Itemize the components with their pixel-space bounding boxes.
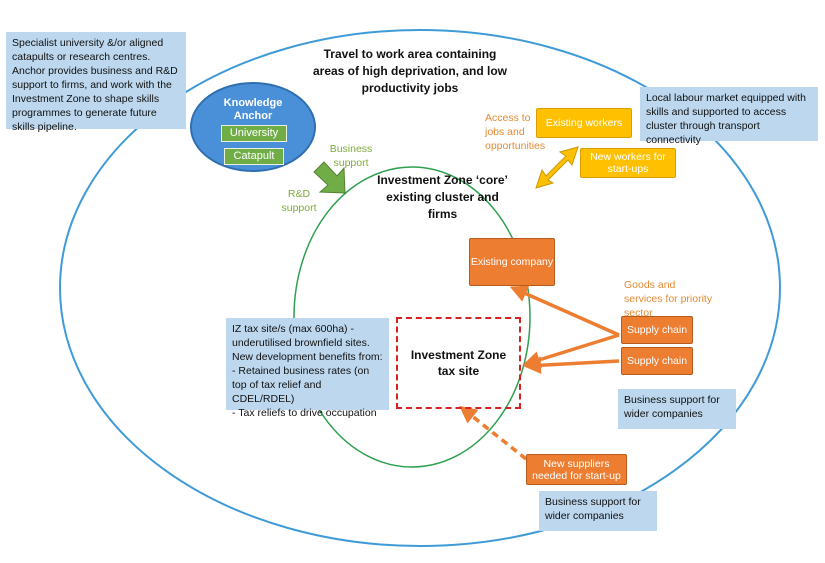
access-double-arrow (535, 146, 579, 189)
access-jobs-label: Access to jobs and opportunities (485, 112, 546, 152)
anchor-support-arrow (313, 161, 346, 194)
university-box: University (221, 125, 287, 142)
rd-support-label: R&D support (281, 188, 317, 214)
goods-services-label: Goods and services for priority sector (624, 279, 713, 319)
new-workers-box: New workers for start-ups (580, 148, 676, 178)
outer-ring (59, 29, 781, 547)
supply2-to-taxsite-arrow (523, 356, 620, 374)
supply-to-company-arrow (509, 285, 620, 337)
note-wider-companies-bottom: Business support for wider companies (539, 491, 657, 531)
supply-chain-box-1: Supply chain (621, 316, 693, 344)
core-ring-title: Investment Zone ‘core’ existing cluster … (377, 173, 508, 221)
existing-workers-box: Existing workers (536, 108, 632, 138)
catapult-box: Catapult (224, 148, 284, 165)
outer-ring-title: Travel to work area containing areas of … (312, 47, 508, 95)
core-ring (293, 166, 531, 468)
note-knowledge-anchor: Specialist university &/or aligned catap… (6, 32, 186, 133)
note-labour-market: Local labour market equipped with skills… (640, 87, 818, 146)
note-wider-companies-right: Business support for wider companies (618, 389, 736, 429)
note-tax-site: IZ tax site/s (max 600ha) - underutilise… (226, 318, 389, 419)
new-suppliers-arrow (459, 405, 528, 461)
investment-zone-tax-site: Investment Zone tax site (396, 317, 521, 409)
tax-site-title: Investment Zone tax site (410, 348, 507, 378)
existing-company-box: Existing company (469, 238, 555, 286)
new-suppliers-box: New suppliers needed for start-up (526, 454, 627, 485)
supply-to-taxsite-arrow (522, 333, 620, 369)
business-support-label: Business support (329, 143, 373, 169)
supply-chain-box-2: Supply chain (621, 347, 693, 375)
knowledge-anchor-title: Knowledge Anchor (223, 97, 283, 122)
